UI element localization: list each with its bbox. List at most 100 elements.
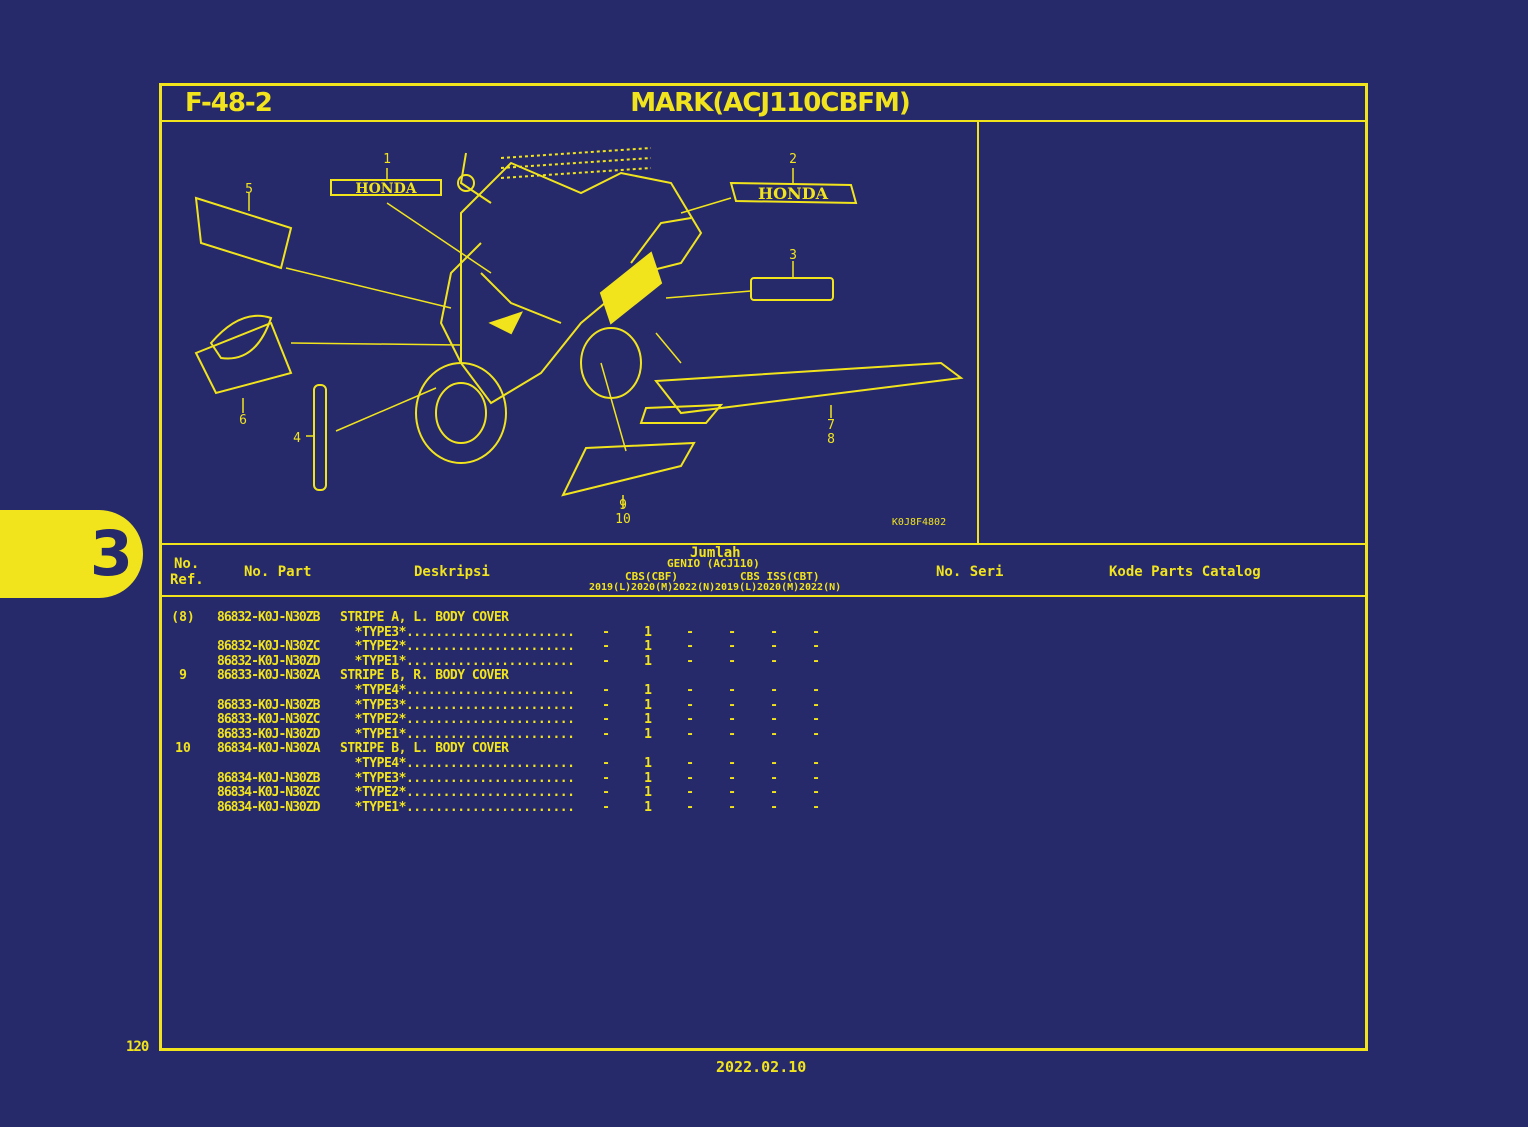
quantity-cell: 1 (644, 639, 652, 655)
part-description: STRIPE B, L. BODY COVER (340, 741, 509, 757)
col-no-ref-line1: No. (174, 556, 200, 572)
quantity-cell: - (770, 755, 778, 771)
col-year-6: 2022(N) (799, 582, 842, 593)
quantity-cell: - (686, 799, 694, 815)
diagram-divider (159, 543, 1368, 545)
col-model: GENIO (ACJ110) (667, 557, 760, 570)
quantity-cell: - (770, 712, 778, 728)
quantity-cell: - (770, 799, 778, 815)
quantity-cell: - (602, 785, 610, 801)
quantity-cell: - (812, 770, 820, 786)
quantity-cell: - (602, 624, 610, 640)
ref-number: 10 (175, 741, 191, 757)
genio-decal-underlay (639, 403, 724, 424)
quantity-cell: - (602, 770, 610, 786)
quantity-cell: 1 (644, 785, 652, 801)
csp-emblem (750, 277, 834, 301)
part-description: STRIPE B, R. BODY COVER (340, 668, 509, 684)
quantity-cell: 1 (644, 653, 652, 669)
scooter-illustration (415, 147, 703, 464)
part-number: 86833-K0J-N30ZA (217, 668, 320, 684)
col-year-3: 2022(N) (673, 582, 716, 593)
quantity-cell: - (686, 785, 694, 801)
quantity-cell: - (812, 682, 820, 698)
part-description: *TYPE2*....................... (340, 712, 575, 728)
quantity-cell: - (728, 712, 736, 728)
quantity-cell: 1 (644, 726, 652, 742)
quantity-cell: - (770, 770, 778, 786)
figure-code: F-48-2 (185, 88, 273, 118)
quantity-cell: - (602, 755, 610, 771)
quantity-cell: 1 (644, 799, 652, 815)
part-description: *TYPE1*....................... (340, 799, 575, 815)
col-deskripsi: Deskripsi (414, 564, 490, 580)
quantity-cell: - (812, 624, 820, 640)
quantity-cell: - (812, 755, 820, 771)
part-number: 86833-K0J-N30ZB (217, 697, 320, 713)
part-description: STRIPE A, L. BODY COVER (340, 610, 509, 625)
col-jumlah: Jumlah (690, 545, 741, 561)
quantity-cell: - (602, 726, 610, 742)
col-no-seri: No. Seri (936, 564, 1004, 580)
col-year-5: 2020(M) (757, 582, 800, 593)
quantity-cell: - (812, 639, 820, 655)
quantity-cell: - (602, 653, 610, 669)
quantity-cell: - (602, 697, 610, 713)
honda-decal-1-text: HONDA (355, 181, 417, 197)
page-title: MARK(ACJ110CBFM) (630, 88, 911, 118)
part-description: *TYPE2*....................... (340, 785, 575, 801)
quantity-cell: - (812, 785, 820, 801)
part-description: *TYPE3*....................... (340, 697, 575, 713)
quantity-cell: - (686, 639, 694, 655)
print-date: 2022.02.10 (716, 1058, 807, 1076)
quantity-cell: - (728, 726, 736, 742)
part-description: *TYPE2*....................... (340, 639, 575, 655)
part-number: 86833-K0J-N30ZD (217, 726, 320, 742)
quantity-cell: - (812, 653, 820, 669)
part-number: 86832-K0J-N30ZB (217, 610, 320, 625)
stripe-a-decal (194, 196, 293, 270)
quantity-cell: - (686, 697, 694, 713)
quantity-cell: - (812, 726, 820, 742)
quantity-cell: - (770, 726, 778, 742)
col-no-part: No. Part (244, 564, 312, 580)
part-number: 86833-K0J-N30ZC (217, 712, 320, 728)
ref-number: 9 (179, 668, 187, 684)
quantity-cell: - (602, 682, 610, 698)
callout-2: 2 (789, 152, 797, 167)
table-header-divider (159, 595, 1368, 597)
col-kode-parts-catalog: Kode Parts Catalog (1109, 564, 1261, 580)
quantity-cell: - (812, 712, 820, 728)
quantity-cell: 1 (644, 712, 652, 728)
quantity-cell: - (686, 682, 694, 698)
part-description: *TYPE1*....................... (340, 726, 575, 742)
col-year-4: 2019(L) (715, 582, 758, 593)
part-number: 86834-K0J-N30ZD (217, 799, 320, 815)
part-number: 86834-K0J-N30ZB (217, 770, 320, 786)
quantity-cell: - (812, 799, 820, 815)
quantity-cell: 1 (644, 755, 652, 771)
quantity-cell: 1 (644, 697, 652, 713)
section-number: 3 (89, 517, 133, 590)
part-description: *TYPE1*....................... (340, 653, 575, 669)
quantity-cell: - (812, 697, 820, 713)
quantity-cell: - (728, 682, 736, 698)
parts-diagram: HONDA HONDA 1 2 3 4 5 6 7 (194, 147, 964, 528)
quantity-cell: - (686, 653, 694, 669)
quantity-cell: - (728, 697, 736, 713)
callout-7: 7 (827, 418, 835, 433)
quantity-cell: - (602, 799, 610, 815)
diagram-side-divider (977, 122, 979, 543)
part-number: 86834-K0J-N30ZA (217, 741, 320, 757)
stripe-b-decal (561, 441, 696, 497)
callout-10: 10 (615, 512, 631, 527)
section-tab[interactable]: 3 (0, 510, 143, 598)
part-number: 86832-K0J-N30ZD (217, 653, 320, 669)
honda-decal-1 (330, 179, 442, 196)
leader-lines (242, 168, 832, 508)
col-year-2: 2020(M) (631, 582, 674, 593)
quantity-cell: - (602, 712, 610, 728)
quantity-cell: - (770, 682, 778, 698)
header-divider (159, 120, 1368, 122)
quantity-cell: - (770, 624, 778, 640)
